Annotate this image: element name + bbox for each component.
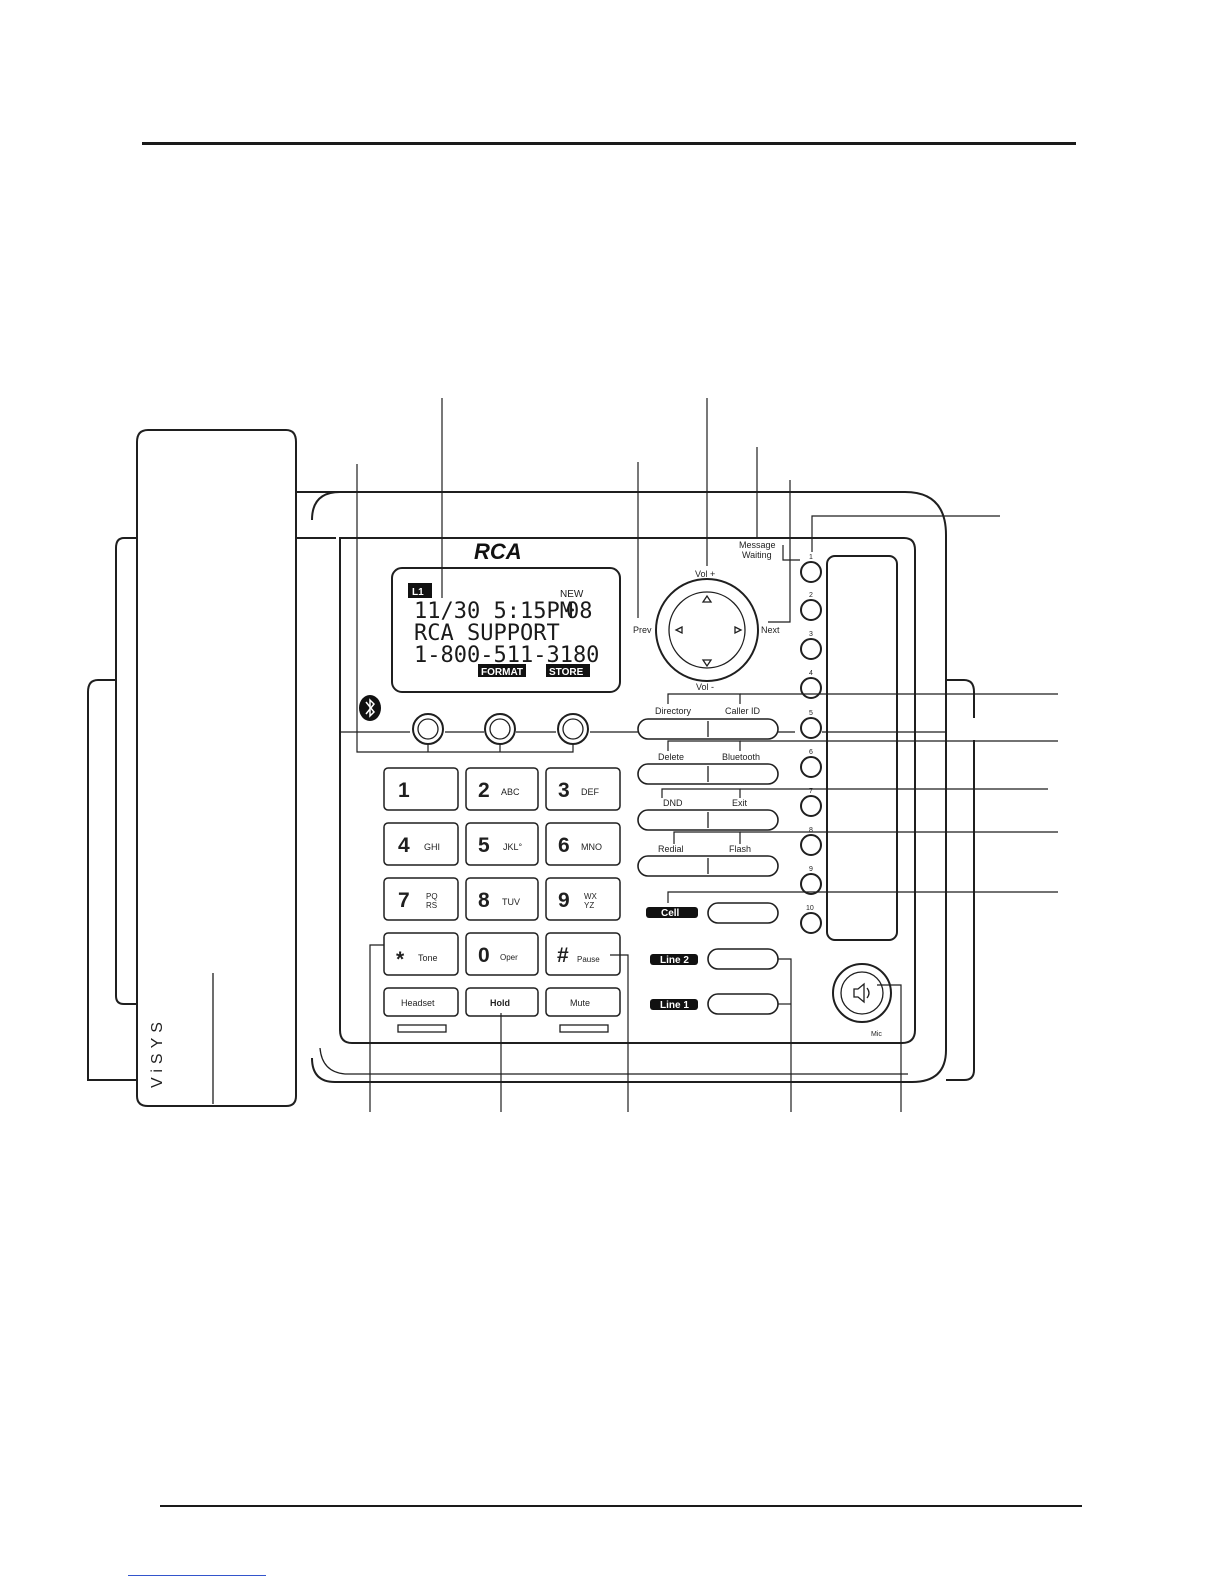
speed-dial-6-label: 6 [809,749,813,756]
cell-key-label: Cell [661,908,680,919]
speed-dial-7-label: 7 [809,788,813,795]
bottom-keys[interactable] [383,987,621,1033]
display-status: NEW [560,589,584,600]
hold-key-label: Hold [490,998,510,1008]
softkey-label-store: STORE [549,667,584,678]
mic-label: Mic [871,1031,882,1038]
directory-card-slot [826,555,898,941]
speaker-button[interactable] [832,963,892,1023]
nav-up-label: Vol + [695,569,715,579]
key-3-letters: DEF [581,787,600,797]
directory-label: Directory [655,706,692,716]
key-2-digit: 2 [478,779,490,802]
key-5-digit: 5 [478,834,490,857]
display-count: 08 [566,599,593,624]
bluetooth-label: Bluetooth [722,752,760,762]
keypad[interactable] [383,767,621,976]
key-3-digit: 3 [558,779,570,802]
key-0-letters: Oper [500,953,518,962]
display-row-1: 11/30 5:15PM [414,599,573,624]
key-4-digit: 4 [398,834,410,857]
nav-left-label: Prev [633,625,652,635]
message-waiting-line-1: Message [739,540,776,550]
headset-key-label: Headset [401,998,435,1008]
speed-dial-1-label: 1 [809,554,813,561]
speed-dial-4-label: 4 [809,670,813,677]
nav-down-label: Vol - [696,682,714,692]
nav-down-arrow-icon [701,659,713,668]
key-star-letters: Tone [418,953,438,963]
message-waiting-line-2: Waiting [742,550,772,560]
dnd-label: DND [663,798,683,808]
nav-left-arrow-icon [674,625,683,635]
speed-dial-10-label: 10 [806,905,814,912]
display-row-3: 1-800-511-3180 [414,643,599,668]
display-line-badge: L1 [412,587,424,598]
speed-dial-3-label: 3 [809,631,813,638]
key-9-letters-1: WX [584,892,598,901]
lcd-display: L1 NEW 11/30 5:15PM 08 RCA SUPPORT 1-800… [391,567,621,693]
rca-logo: RCA [474,539,522,564]
function-keys[interactable] [637,718,779,877]
key-star-digit: * [396,948,405,971]
handset: ViSYS [136,429,297,1107]
key-4-letters: GHI [424,842,440,852]
bottom-rule [160,1505,1082,1507]
key-0-digit: 0 [478,944,490,967]
brand-model: ViSYS [149,1017,166,1088]
nav-wheel[interactable] [655,578,759,682]
key-8-digit: 8 [478,889,490,912]
nav-right-label: Next [761,625,780,635]
key-9-letters-2: YZ [584,901,594,910]
caller-id-label: Caller ID [725,706,761,716]
line-2-key-label: Line 2 [660,955,689,966]
key-5-letters: JKL° [503,842,523,852]
key-hash-letters: Pause [577,955,600,964]
softkey-label-format: FORMAT [481,667,523,678]
line-1-key-label: Line 1 [660,1000,689,1011]
key-7-letters-2: RS [426,901,437,910]
phone-base [296,491,947,1083]
speed-dial-2-label: 2 [809,592,813,599]
flash-label: Flash [729,844,751,854]
key-8-letters: TUV [502,897,520,907]
key-7-digit: 7 [398,889,410,912]
delete-label: Delete [658,752,684,762]
key-2-letters: ABC [501,787,520,797]
line-keys[interactable] [646,902,779,1015]
mute-key-label: Mute [570,998,590,1008]
cradle [87,537,975,1081]
top-rule [142,142,1076,145]
callout-leaders [356,398,1058,1112]
key-1-digit: 1 [398,779,410,802]
nav-right-arrow-icon [734,625,743,635]
bluetooth-icon [359,695,381,721]
key-hash-digit: # [557,944,569,967]
speaker-icon [853,982,870,1004]
speed-dial-8-label: 8 [809,827,813,834]
key-7-letters-1: PQ [426,892,438,901]
key-6-letters: MNO [581,842,602,852]
display-row-2: RCA SUPPORT [414,621,560,646]
speed-dial-5-label: 5 [809,710,813,717]
soft-keys[interactable] [412,713,589,745]
speed-dial-9-label: 9 [809,866,813,873]
speed-dial-keys[interactable] [800,561,822,934]
exit-label: Exit [732,798,748,808]
key-9-digit: 9 [558,889,570,912]
redial-label: Redial [658,844,684,854]
key-6-digit: 6 [558,834,570,857]
footer-link-underline[interactable] [128,1575,266,1576]
nav-up-arrow-icon [701,594,713,603]
